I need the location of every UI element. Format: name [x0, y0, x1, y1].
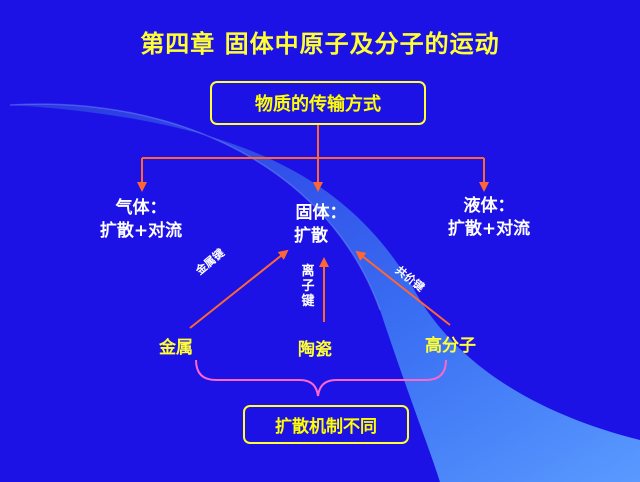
liquid-label: 液体： 扩散+对流 [434, 195, 544, 241]
diffusion-mechanism-box: 扩散机制不同 [243, 405, 409, 444]
gas-label-line1: 气体： [115, 198, 167, 218]
grouping-brace [195, 359, 447, 397]
polymer-label: 高分子 [425, 336, 476, 356]
liquid-label-line2: 扩散+对流 [447, 219, 531, 239]
tree-lines [137, 125, 489, 329]
transport-modes-box: 物质的传输方式 [210, 81, 426, 125]
arrow-metal-to-solid [189, 249, 289, 329]
swoosh-edge [9, 103, 381, 311]
ceramic-label: 陶瓷 [298, 340, 332, 360]
metal-label: 金属 [159, 338, 193, 358]
gas-label: 气体： 扩散+对流 [86, 197, 196, 243]
liquid-label-line1: 液体： [463, 196, 515, 216]
solid-label-line1: 固体： [295, 203, 347, 223]
ionic-bond-text: 离子键 [301, 264, 315, 309]
swoosh-shape [10, 104, 640, 482]
arrow-polymer-to-solid [355, 250, 451, 326]
solid-label: 固体： 扩散 [286, 202, 356, 248]
slide-title: 第四章 固体中原子及分子的运动 [140, 30, 500, 58]
gas-label-line2: 扩散+对流 [99, 221, 183, 241]
solid-label-line2: 扩散 [294, 226, 328, 246]
ionic-bond-label: 离子键 [300, 264, 316, 309]
